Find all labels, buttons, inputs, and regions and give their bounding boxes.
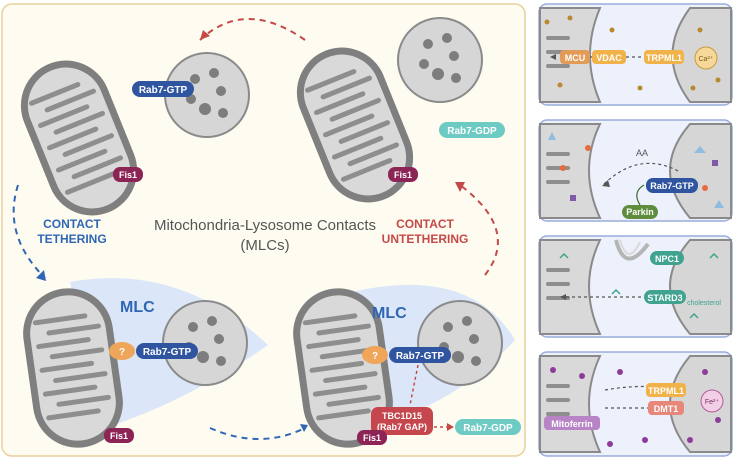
rab7-gtp-badge-2: Rab7-GTP (136, 343, 198, 359)
svg-text:Rab7-GDP: Rab7-GDP (447, 126, 497, 137)
contact-untethering-label-2: UNTETHERING (382, 232, 469, 246)
contact-tethering-label-2: TETHERING (37, 232, 106, 246)
parkin-label: Parkin (626, 207, 654, 217)
svg-text:(Rab7 GAP): (Rab7 GAP) (377, 422, 427, 432)
svg-text:TBC1D15: TBC1D15 (382, 411, 422, 421)
fis1-badge-2: Fis1 (388, 167, 418, 182)
trpml1-label-1: TRPML1 (646, 53, 682, 63)
cycle-arrow-top-head (200, 30, 210, 40)
rab7-gdp-badge-2: Rab7-GDP (455, 419, 521, 435)
svg-text:Rab7-GTP: Rab7-GTP (143, 347, 192, 358)
bottom-transition-arrow-head (300, 424, 308, 432)
svg-text:Fis1: Fis1 (119, 170, 137, 180)
tethering-arrow (12, 184, 46, 279)
mcu-label: MCU (565, 53, 586, 63)
vdac-label: VDAC (596, 53, 622, 63)
panel-cholesterol-transfer: NPC1 STARD3 cholesterol (538, 235, 733, 338)
lysosome-top-right (397, 17, 483, 103)
main-title-line2: (MLCs) (240, 237, 289, 254)
stard3-label: STARD3 (647, 293, 682, 303)
fis1-badge-1: Fis1 (113, 167, 143, 182)
rab7-gtp-badge-3: Rab7-GTP (389, 347, 451, 363)
lysosome-bottom-right (417, 300, 503, 386)
contact-tethering-label: CONTACT (43, 217, 101, 231)
gap-activity-line (409, 364, 419, 406)
mlc-label-right: MLC (372, 305, 407, 322)
svg-text:Fis1: Fis1 (394, 170, 412, 180)
svg-text:Fis1: Fis1 (363, 433, 381, 443)
unknown-tether-left: ? (109, 342, 135, 360)
svg-text:?: ? (119, 347, 125, 358)
svg-text:?: ? (372, 351, 378, 362)
aa-label: AA (636, 148, 648, 158)
main-title: Mitochondria-Lysosome Contacts (154, 217, 376, 234)
calcium-ion-label: Ca²⁺ (699, 55, 714, 63)
unknown-tether-right: ? (362, 346, 388, 364)
panel-calcium-transfer: MCU VDAC TRPML1 Ca²⁺ (538, 3, 733, 106)
contact-untethering-label: CONTACT (396, 217, 454, 231)
rab7-gtp-badge-1: Rab7-GTP (132, 81, 194, 97)
rab7-gtp-label-panel: Rab7-GTP (650, 181, 694, 191)
dmt1-label: DMT1 (654, 404, 679, 414)
rab7-gtp-label-1: Rab7-GTP (139, 85, 188, 96)
npc1-label: NPC1 (655, 254, 679, 264)
mlc-label-left: MLC (120, 299, 155, 316)
untethering-arrow (459, 184, 499, 276)
cholesterol-label: cholesterol (687, 300, 721, 307)
svg-text:Fis1: Fis1 (110, 431, 128, 441)
cycle-arrow-top (199, 18, 306, 41)
bottom-transition-arrow (209, 427, 306, 440)
gap-to-gdp-arrow-head (447, 423, 454, 431)
tethering-arrow-head (36, 270, 46, 281)
trpml1-label-2: TRPML1 (648, 386, 684, 396)
iron-ion-label: Fe²⁺ (705, 398, 720, 406)
panel-lipid-transfer: AA Rab7-GTP Parkin (538, 119, 733, 222)
svg-text:Rab7-GDP: Rab7-GDP (463, 423, 513, 434)
tbc1d15-badge: TBC1D15 (Rab7 GAP) (371, 407, 433, 435)
untethering-arrow-head (455, 182, 465, 192)
svg-text:Rab7-GTP: Rab7-GTP (396, 351, 445, 362)
mitoferrin-label: Mitoferrin (551, 419, 593, 429)
rab7-gdp-badge-1: Rab7-GDP (439, 122, 505, 138)
fis1-badge-3: Fis1 (104, 428, 134, 443)
fis1-badge-4: Fis1 (357, 430, 387, 445)
panel-iron-transfer: TRPML1 DMT1 Fe²⁺ Mitoferrin (538, 351, 733, 457)
